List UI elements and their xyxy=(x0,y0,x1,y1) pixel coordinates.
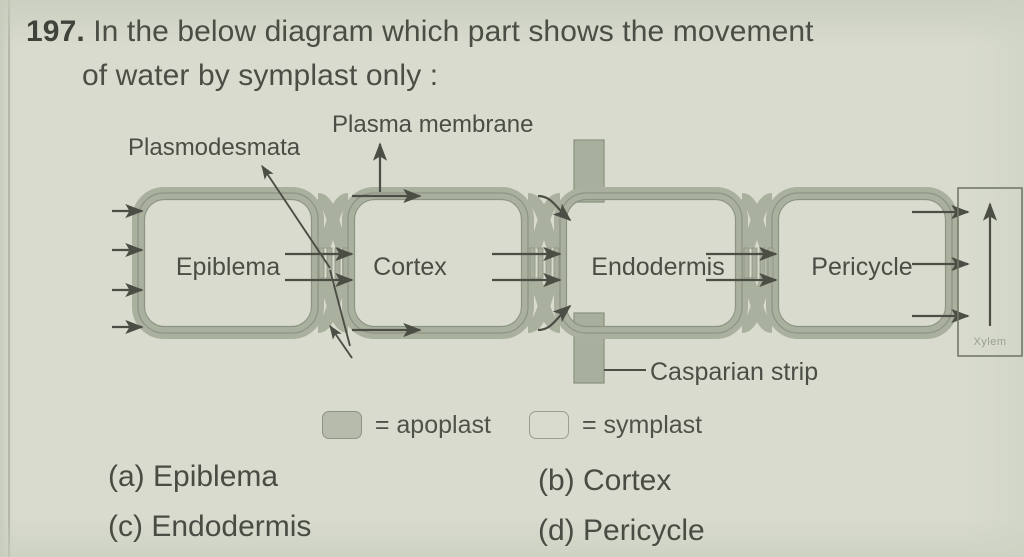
cell-label-endodermis: Endodermis xyxy=(591,253,724,281)
plasmodesmata-endodermis-pericycle xyxy=(743,247,774,279)
plasma-membrane-label: Plasma membrane xyxy=(332,111,533,138)
cell-epiblema: Epiblema xyxy=(132,187,324,339)
question-text-line-2: of water by symplast only : xyxy=(82,59,439,92)
apoplast-flow-arrows xyxy=(352,188,572,338)
symplast-swatch xyxy=(528,411,569,439)
diagram-legend: = apoplast = symplast xyxy=(0,402,1024,448)
xylem-inflow-arrows xyxy=(912,204,970,324)
casparian-strip-label: Casparian strip xyxy=(650,358,818,386)
plasmodesmata-callout: Plasmodesmata xyxy=(128,134,351,347)
question-number: 197. xyxy=(26,15,85,48)
option-c[interactable]: (c) Endodermis xyxy=(108,510,312,543)
apoplast-arrow-endodermis-bottom-in xyxy=(537,304,572,332)
apoplast-arrow-endodermis-top-in xyxy=(537,194,572,222)
plasmodesmata-label: Plasmodesmata xyxy=(128,134,301,161)
cell-label-pericycle: Pericycle xyxy=(811,253,912,281)
plasmodesmata-lower-pointer xyxy=(329,325,353,359)
plasmodesmata-cortex-endodermis xyxy=(529,247,560,279)
cell-endodermis: Endodermis xyxy=(554,187,748,339)
cell-cortex: Cortex xyxy=(342,187,534,339)
question-block: 197. In the below diagram which part sho… xyxy=(26,10,986,98)
xylem-box: Xylem xyxy=(957,187,1023,357)
plasma-membrane-callout: Plasma membrane xyxy=(332,111,533,192)
xylem-label: Xylem xyxy=(973,336,1006,348)
plasmodesmata-leader-upper xyxy=(261,165,331,269)
option-d[interactable]: (d) Pericycle xyxy=(538,514,705,547)
symplast-legend-text: = symplast xyxy=(581,410,703,439)
root-water-movement-diagram: Epiblema Cortex Endodermis Pericycle xyxy=(0,108,1024,408)
cell-label-epiblema: Epiblema xyxy=(176,253,280,281)
cell-label-cortex: Cortex xyxy=(373,253,447,281)
legend-item-apoplast: = apoplast xyxy=(321,410,491,440)
option-a[interactable]: (a) Epiblema xyxy=(108,460,279,493)
casparian-strip-callout: Casparian strip xyxy=(604,358,818,386)
answer-options: (a) Epiblema (b) Cortex (c) Endodermis (… xyxy=(0,452,1024,557)
plasmodesmata-epiblema-cortex xyxy=(318,247,349,279)
plasmodesmata-leader-lower-stub xyxy=(329,269,351,347)
option-b[interactable]: (b) Cortex xyxy=(538,464,672,497)
legend-item-symplast: = symplast xyxy=(528,410,703,440)
symplast-flow-arrows xyxy=(285,246,778,288)
question-text-line-1: In the below diagram which part shows th… xyxy=(93,15,814,48)
apoplast-legend-text: = apoplast xyxy=(374,410,491,439)
apoplast-swatch xyxy=(321,411,362,439)
incoming-water-arrows xyxy=(112,203,144,335)
question-line-1: 197. In the below diagram which part sho… xyxy=(26,10,986,54)
